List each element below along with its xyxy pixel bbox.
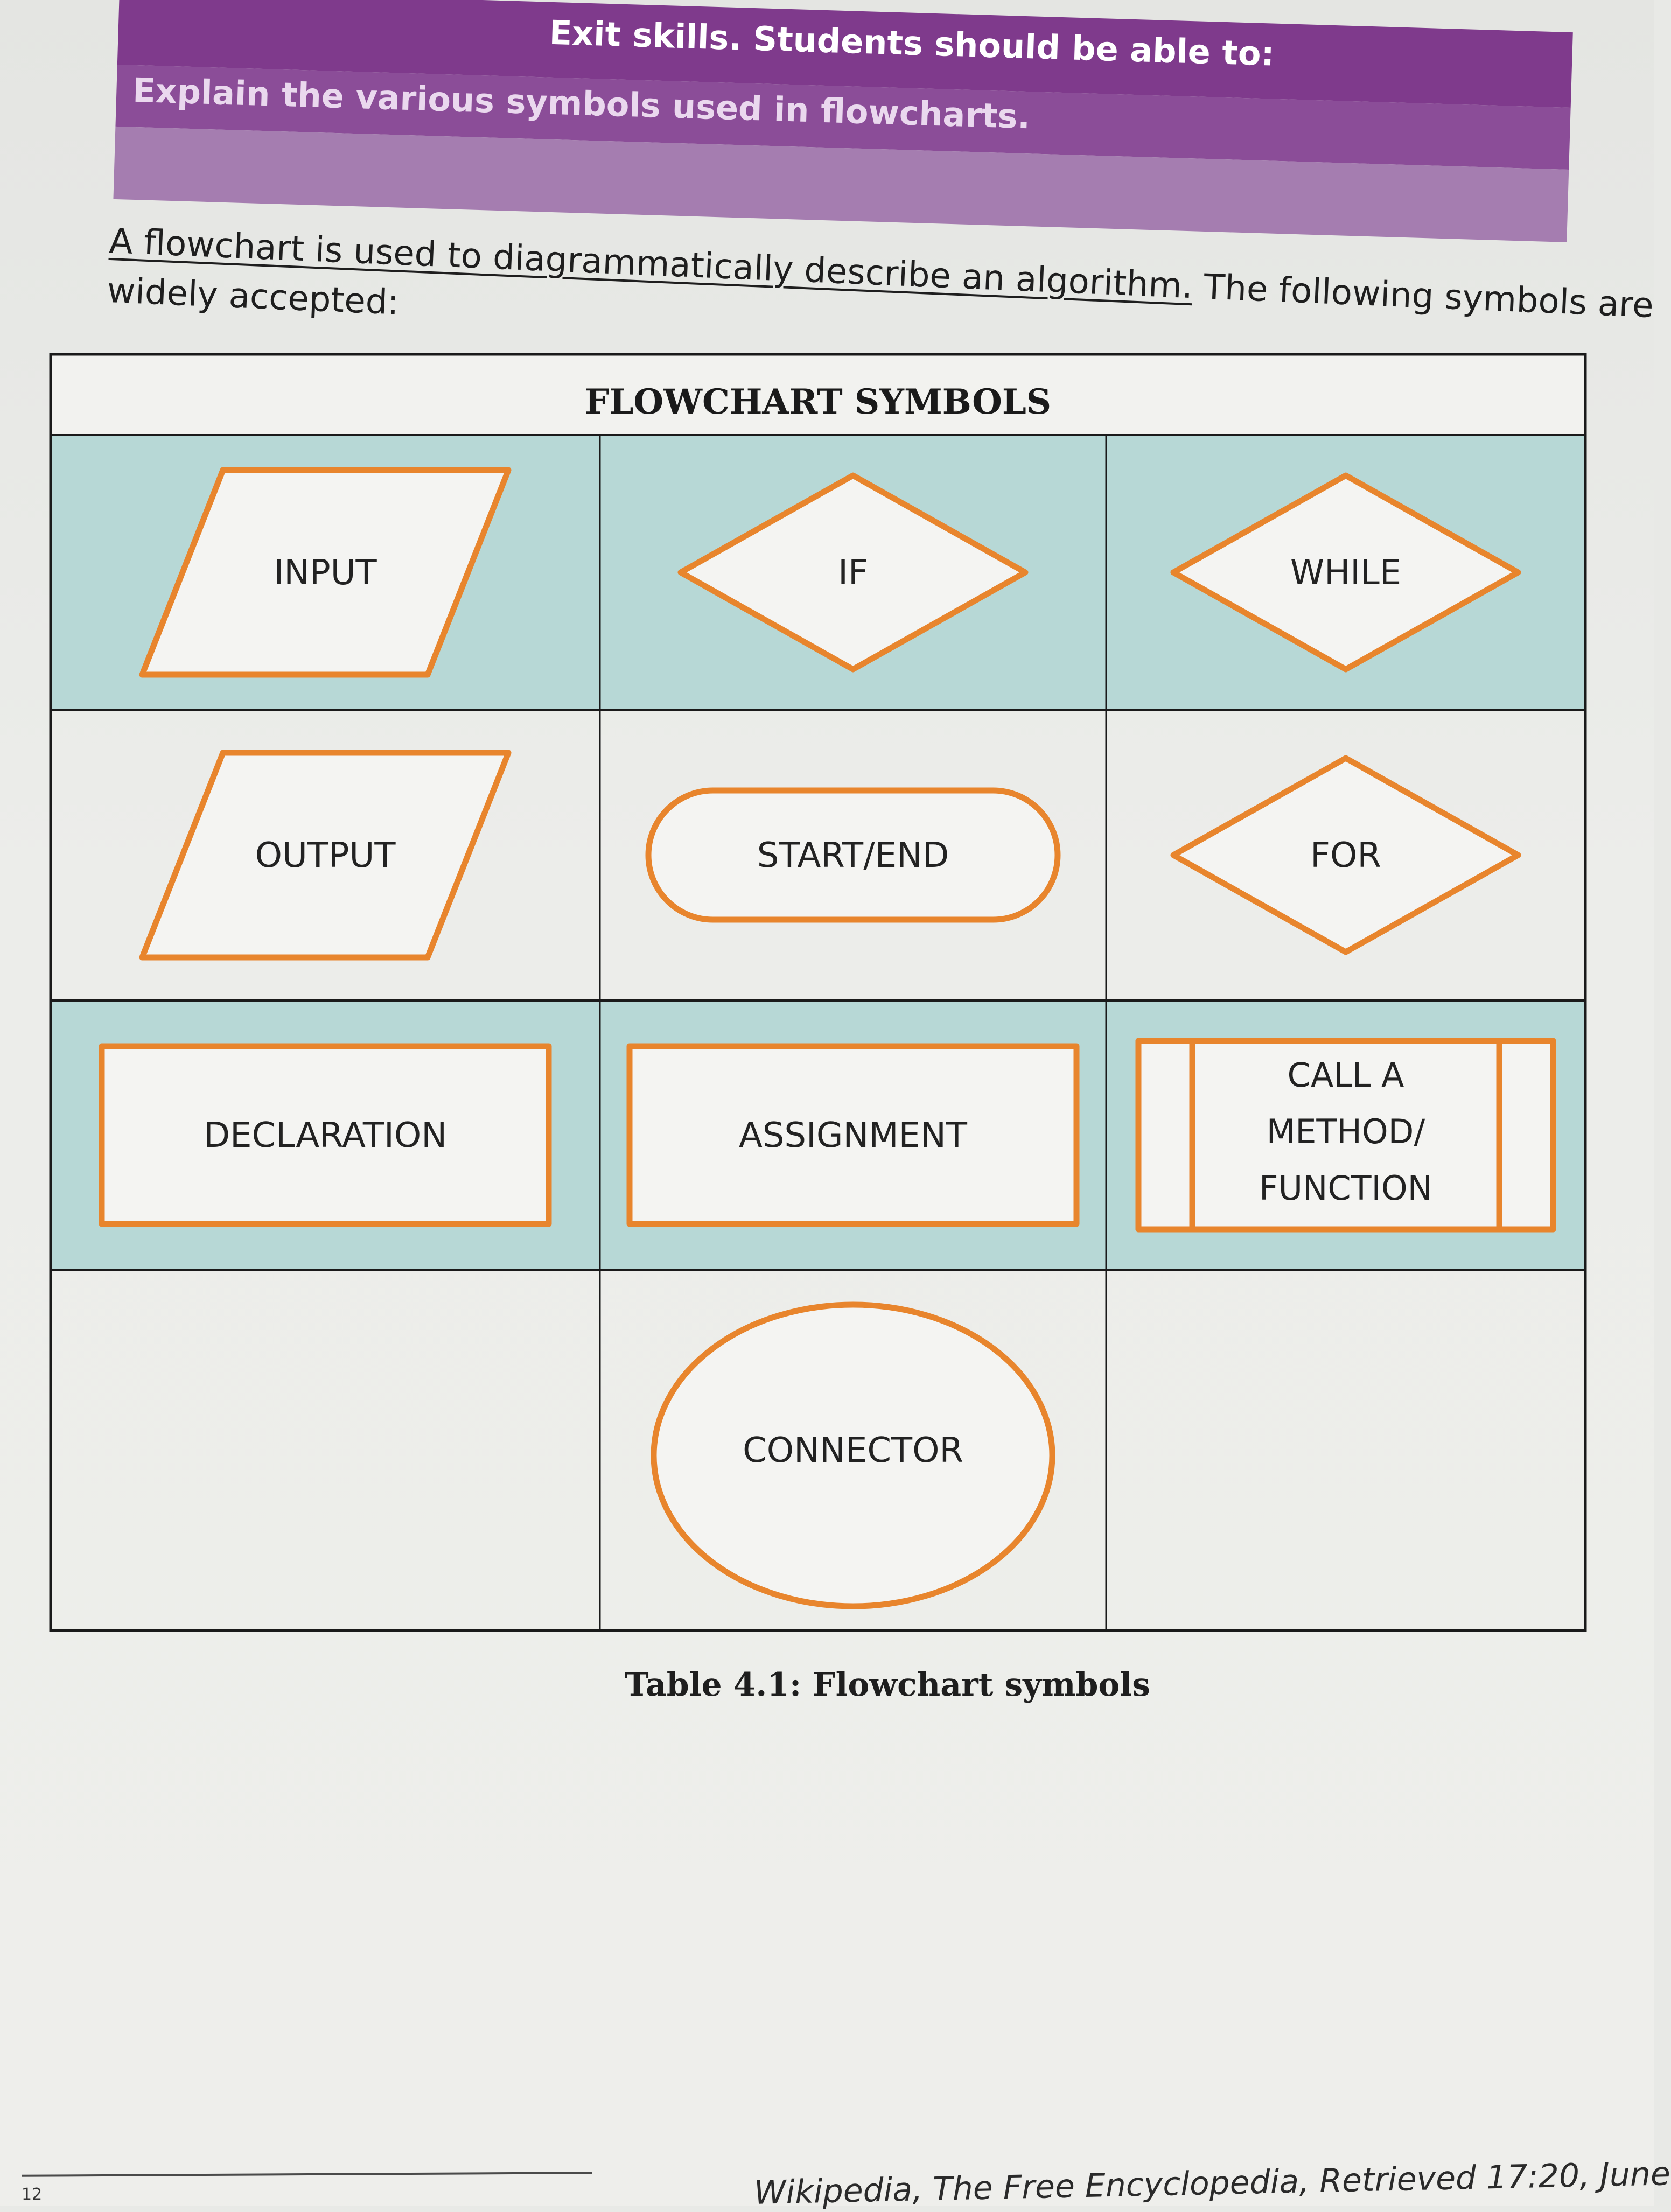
- symbol-label: CALL A: [1288, 1055, 1404, 1095]
- while-symbol: [1170, 472, 1521, 673]
- symbol-label: DECLARATION: [204, 1116, 447, 1156]
- call-a-method-function-symbol: [1135, 1038, 1556, 1233]
- symbol-label: CONNECTOR: [743, 1431, 963, 1471]
- assignment-symbol: [626, 1043, 1080, 1227]
- symbol-label: WHILE: [1290, 553, 1401, 593]
- footnote-text: Wikipedia, The Free Encyclopedia, Retrie…: [753, 2155, 1671, 2212]
- symbol-label: FUNCTION: [1259, 1168, 1432, 1208]
- intro-line1-rest: The following symbols are: [1192, 267, 1655, 326]
- header-cell-bg: [51, 354, 1585, 435]
- for-symbol: [1170, 755, 1521, 955]
- start-end-symbol: [645, 787, 1061, 923]
- input-symbol: [139, 467, 512, 678]
- intro-line2: widely accepted:: [106, 270, 400, 323]
- footnote-rule: [21, 2172, 593, 2177]
- output-symbol: [139, 750, 512, 961]
- symbol-label: FOR: [1310, 836, 1381, 876]
- symbol-label: OUTPUT: [255, 836, 396, 876]
- flowchart-symbols-table: FLOWCHART SYMBOLS INPUT IF WHILE OUTPUT START…: [45, 353, 1596, 1647]
- symbol-label: ASSIGNMENT: [739, 1116, 968, 1156]
- page-number: 12: [22, 2185, 43, 2204]
- declaration-symbol: [99, 1043, 552, 1227]
- symbol-label: INPUT: [274, 553, 377, 593]
- table-drawing: FLOWCHART SYMBOLS INPUT IF WHILE OUTPUT START…: [49, 353, 1587, 1632]
- table-header: FLOWCHART SYMBOLS: [585, 382, 1051, 422]
- if-symbol: [677, 472, 1029, 673]
- symbol-label: METHOD/: [1267, 1112, 1425, 1151]
- table-border: [49, 353, 1587, 1632]
- symbol-label: START/END: [757, 836, 949, 876]
- table-caption: Table 4.1: Flowchart symbols: [625, 1666, 1150, 1704]
- symbol-label: IF: [838, 553, 868, 593]
- connector-symbol: [651, 1301, 1055, 1609]
